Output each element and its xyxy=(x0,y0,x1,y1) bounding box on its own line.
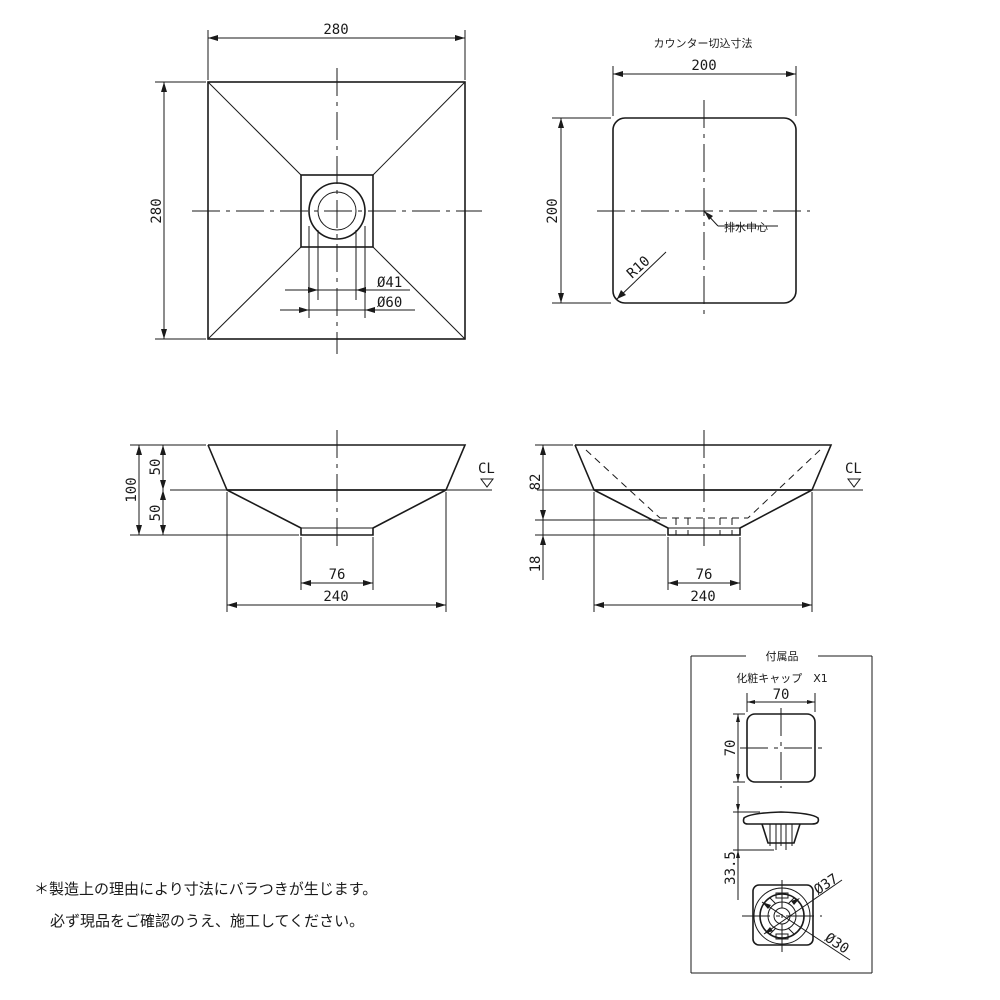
cap-side-view: 33.5 xyxy=(723,786,820,900)
accessory-box-title: 付属品 xyxy=(766,650,799,663)
accessory-item-label: 化粧キャップ X1 xyxy=(736,671,828,685)
accessory-box: 付属品 化粧キャップ X1 xyxy=(690,650,873,974)
note-line-2: 必ず現品をご確認のうえ、施工してください。 xyxy=(50,912,364,930)
drain-center-label: 排水中心 xyxy=(724,220,768,234)
inner-diameter-label: Ø41 xyxy=(377,275,402,291)
cl-label-left: CL xyxy=(478,461,495,477)
side-left-width-dimensions: 76 240 xyxy=(226,492,447,612)
height-82-label: 82 xyxy=(528,474,544,491)
cap-top-view: 70 70 xyxy=(723,687,822,788)
upper-height-label: 50 xyxy=(148,459,164,476)
top-height-label: 280 xyxy=(149,198,165,223)
side-right-height-dimensions: 82 18 xyxy=(528,444,666,580)
cap-bottom-view: Ø37 Ø30 xyxy=(742,871,852,961)
cutout-width-dimension: 200 xyxy=(612,58,797,116)
cap-width-label: 70 xyxy=(773,687,790,703)
cl-label-right: CL xyxy=(845,461,862,477)
drain-18-label: 18 xyxy=(528,556,544,573)
radius-label: R10 xyxy=(624,253,654,282)
top-width-label: 280 xyxy=(323,22,348,38)
notes: ＊製造上の理由により寸法にバラつきが生じます。 必ず現品をご確認のうえ、施工して… xyxy=(34,880,377,930)
cap-inner-diameter-label: Ø30 xyxy=(822,930,852,957)
basin-side-view-left: CL xyxy=(170,430,495,546)
cap-height-label: 70 xyxy=(723,740,739,757)
cap-outer-diameter-label: Ø37 xyxy=(811,871,841,898)
cutout-height-label: 200 xyxy=(545,198,561,223)
counter-cutout-view: カウンター切込寸法 排水中心 R10 xyxy=(597,36,810,320)
cutout-title: カウンター切込寸法 xyxy=(654,36,753,50)
bottom-width-label-right: 76 xyxy=(696,567,713,583)
hole-diameter-dimensions: Ø41 Ø60 xyxy=(280,275,415,313)
top-height-dimension: 280 xyxy=(149,81,206,340)
lower-height-label: 50 xyxy=(148,505,164,522)
basin-side-view-right: CL xyxy=(537,430,863,546)
cl-width-label-right: 240 xyxy=(690,589,715,605)
cap-depth-label: 33.5 xyxy=(723,851,739,885)
basin-top-view xyxy=(192,68,482,354)
side-left-height-dimensions: 100 50 50 xyxy=(124,444,299,536)
cutout-height-dimension: 200 xyxy=(545,117,611,304)
outer-diameter-label: Ø60 xyxy=(377,295,402,311)
note-line-1: ＊製造上の理由により寸法にバラつきが生じます。 xyxy=(34,880,377,898)
total-height-label: 100 xyxy=(124,477,140,502)
cl-width-label-left: 240 xyxy=(323,589,348,605)
side-right-width-dimensions: 76 240 xyxy=(593,492,813,612)
bottom-width-label-left: 76 xyxy=(329,567,346,583)
cutout-width-label: 200 xyxy=(691,58,716,74)
top-width-dimension: 280 xyxy=(207,22,466,80)
